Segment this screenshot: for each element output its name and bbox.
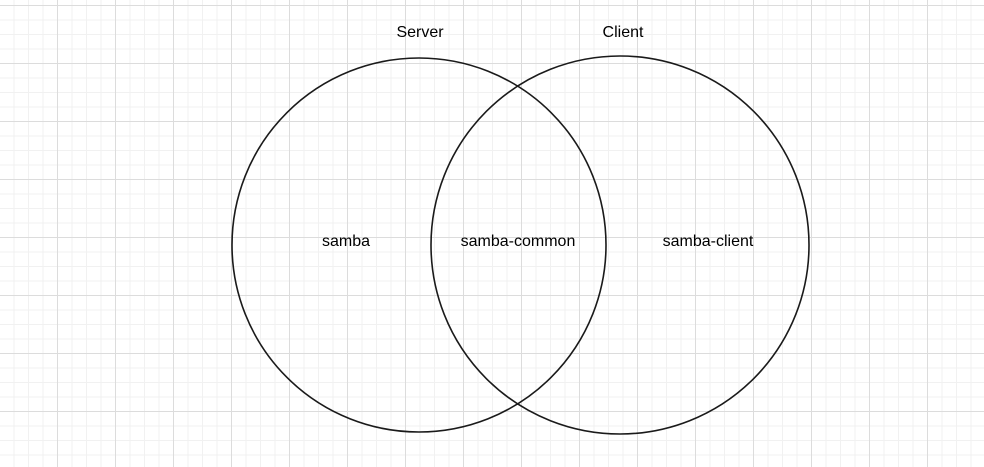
client-heading-label: Client — [602, 24, 644, 41]
client-circle[interactable] — [430, 55, 810, 435]
server-circle[interactable] — [231, 57, 607, 433]
region-label-samba: samba — [321, 233, 371, 250]
region-label-samba-common: samba-common — [460, 233, 576, 250]
region-label-samba-client: samba-client — [662, 233, 754, 250]
server-heading-label: Server — [396, 24, 444, 41]
